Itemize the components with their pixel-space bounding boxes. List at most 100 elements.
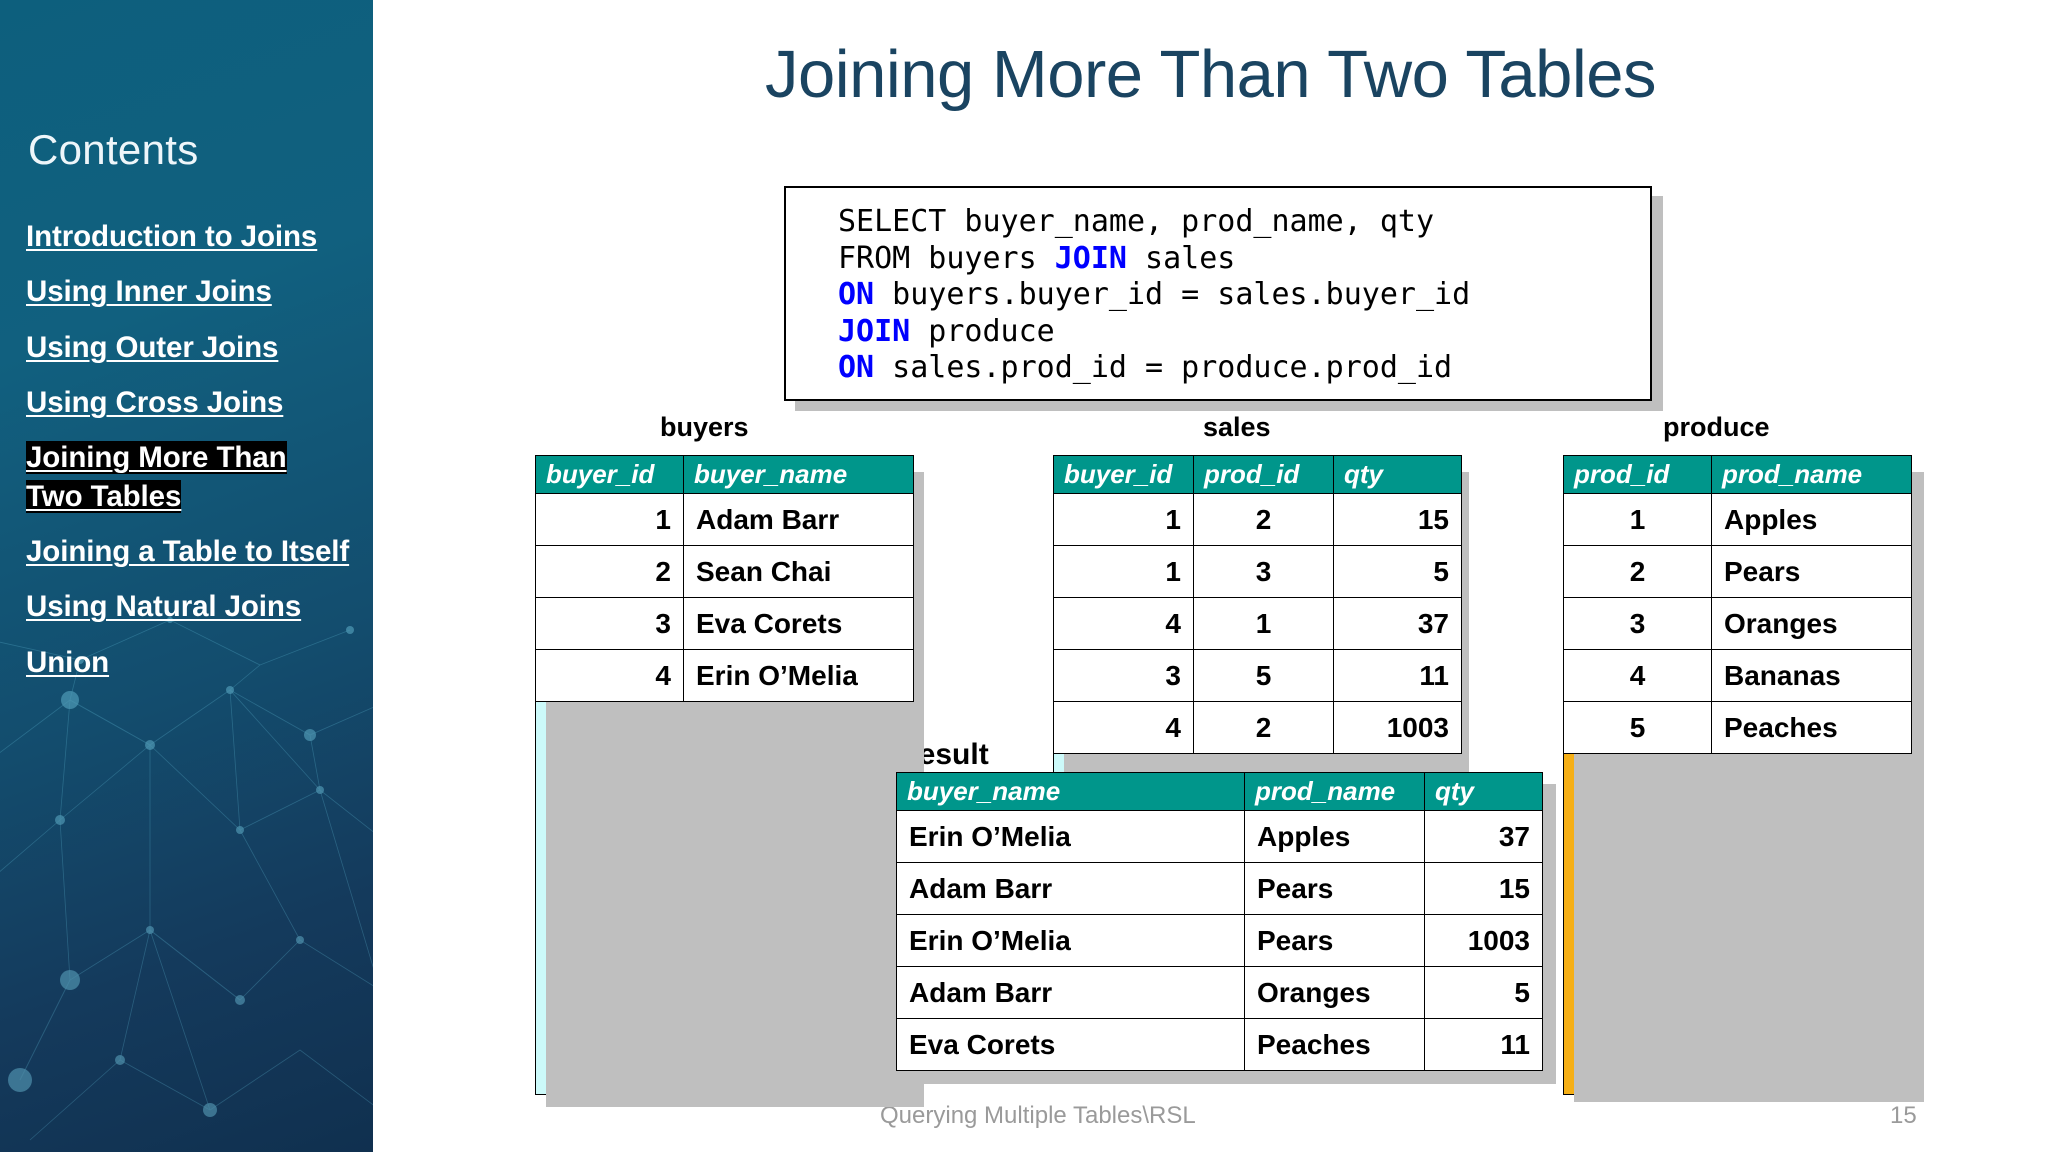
sidebar-item-1[interactable]: Using Inner Joins [26, 273, 351, 311]
sql-text: sales.prod_id = produce.prod_id [874, 350, 1453, 385]
sidebar-item-label: Using Inner Joins [26, 275, 272, 309]
sales-table-label: sales [1203, 412, 1271, 442]
column-header-prod_id: prod_id [1193, 455, 1334, 494]
column-header-prod_name: prod_name [1711, 455, 1912, 494]
sidebar-item-label: Using Natural Joins [26, 590, 302, 624]
table-cell: 15 [1424, 862, 1543, 915]
sidebar-item-0[interactable]: Introduction to Joins [26, 218, 351, 256]
table-cell: 5 [1193, 649, 1334, 702]
table-cell: 1 [1053, 493, 1194, 546]
footer-text: Querying Multiple Tables\RSL [880, 1102, 1196, 1129]
table-cell: 2 [1193, 701, 1334, 754]
sidebar-item-label: Joining a Table to Itself [26, 535, 350, 569]
table-cell: Oranges [1244, 966, 1425, 1019]
sql-text: SELECT buyer_name, prod_name, qty [838, 204, 1435, 239]
table-cell: Erin O’Melia [896, 810, 1245, 863]
table-cell: Pears [1711, 545, 1912, 598]
network-background-graphic [0, 617, 373, 1141]
sidebar-item-2[interactable]: Using Outer Joins [26, 329, 351, 367]
sql-code-box: SELECT buyer_name, prod_name, qty FROM b… [784, 186, 1652, 401]
sql-keyword: ON [838, 350, 875, 385]
table-cell: 5 [1424, 966, 1543, 1019]
table-cell: 3 [535, 597, 684, 650]
table-cell: Pears [1244, 862, 1425, 915]
sidebar-item-label: Introduction to Joins [26, 220, 318, 253]
table-cell: Erin O’Melia [896, 914, 1245, 967]
table-cell: 5 [1333, 545, 1462, 598]
column-header-prod_id: prod_id [1563, 455, 1712, 494]
sidebar-item-label: Joining More Than Two Tables [26, 441, 287, 513]
sidebar-item-4[interactable]: Joining More Than Two Tables [26, 439, 351, 516]
table-cell: 11 [1424, 1018, 1543, 1071]
table-cell: Pears [1244, 914, 1425, 967]
sql-text: sales [1127, 240, 1236, 276]
page-title: Joining More Than Two Tables [764, 37, 1657, 112]
column-header-buyer_id: buyer_id [1053, 455, 1194, 494]
table-cell: Eva Corets [896, 1018, 1245, 1071]
table-cell: Peaches [1711, 701, 1912, 754]
table-cell: Peaches [1244, 1018, 1425, 1071]
produce-table-label: produce [1663, 412, 1770, 442]
table-cell: 1 [1053, 545, 1194, 598]
table-cell: Adam Barr [896, 966, 1245, 1019]
sidebar-item-7[interactable]: Union [26, 644, 351, 682]
table-cell: Sean Chai [683, 545, 914, 598]
column-header-buyer_name: buyer_name [683, 455, 914, 494]
table-cell: Adam Barr [896, 862, 1245, 915]
table-cell: Eva Corets [683, 597, 914, 650]
column-header-buyer_id: buyer_id [535, 455, 684, 494]
sidebar-item-label: Union [26, 645, 110, 679]
table-cell: 37 [1424, 810, 1543, 863]
sidebar-item-label: Using Outer Joins [26, 330, 279, 364]
table-cell: 3 [1053, 649, 1194, 702]
column-header-prod_name: prod_name [1244, 772, 1425, 811]
sql-text: FROM buyers [838, 240, 1055, 276]
table-cell: Apples [1244, 810, 1425, 863]
table-cell: 3 [1193, 545, 1334, 598]
table-cell: 11 [1333, 649, 1462, 702]
table-cell: 1 [1563, 493, 1712, 546]
table-cell: Erin O’Melia [683, 649, 914, 702]
table-cell: 1003 [1333, 701, 1462, 754]
sidebar-item-3[interactable]: Using Cross Joins [26, 384, 351, 422]
sql-code-text: SELECT buyer_name, prod_name, qty FROM b… [838, 204, 1650, 387]
table-cell: Bananas [1711, 649, 1912, 702]
table-cell: 1003 [1424, 914, 1543, 967]
sql-keyword: ON [838, 277, 875, 312]
buyers-table-label: buyers [660, 412, 749, 442]
sql-text: buyers.buyer_id = sales.buyer_id [874, 277, 1471, 312]
sql-keyword: JOIN [838, 313, 911, 349]
table-cell: 4 [535, 649, 684, 702]
table-cell: 15 [1333, 493, 1462, 546]
table-cell: Oranges [1711, 597, 1912, 650]
sidebar-item-5[interactable]: Joining a Table to Itself [26, 533, 351, 571]
table-cell: 1 [1193, 597, 1334, 650]
table-cell: 5 [1563, 701, 1712, 754]
sidebar-item-6[interactable]: Using Natural Joins [26, 588, 351, 626]
table-cell: 4 [1053, 701, 1194, 754]
table-cell: 2 [1563, 545, 1712, 598]
